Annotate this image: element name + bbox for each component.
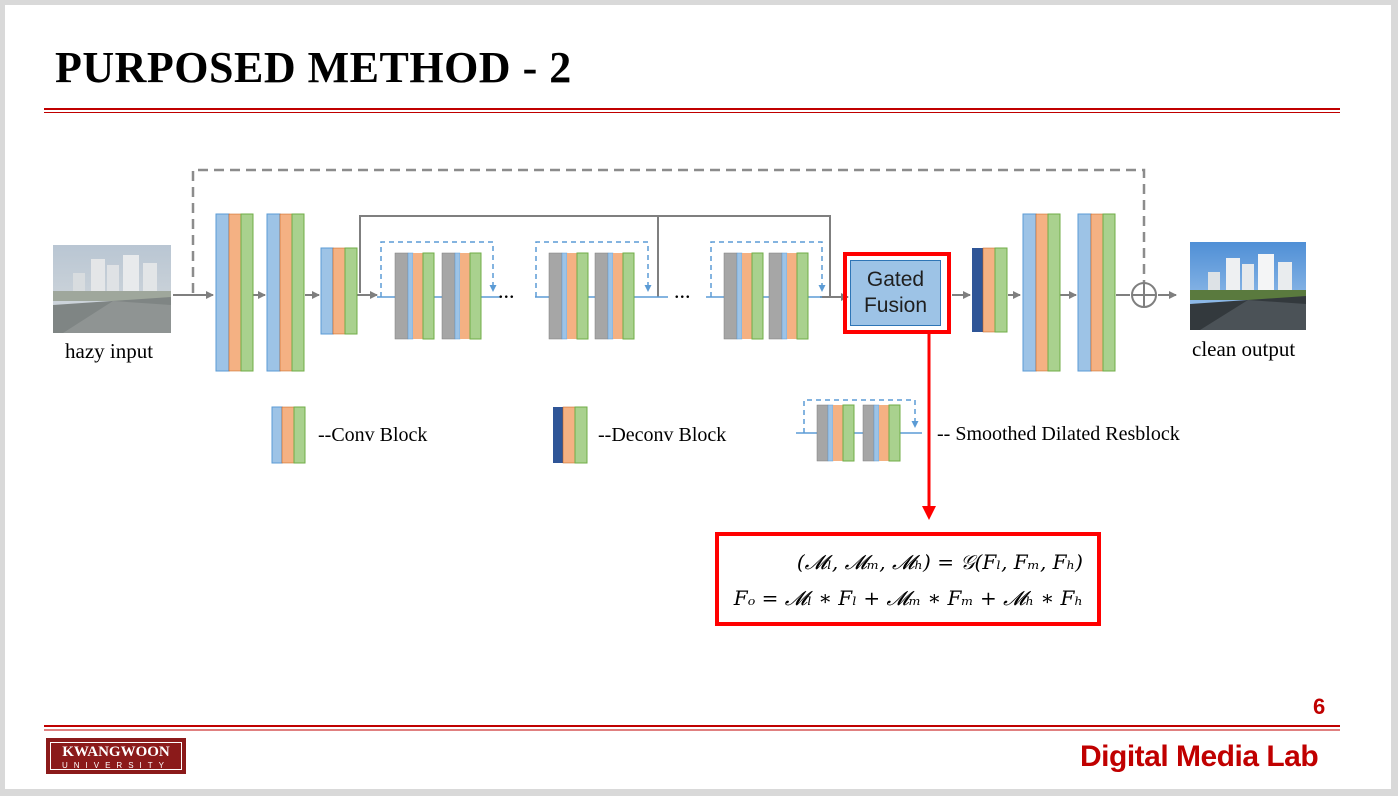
global-skip-connection bbox=[191, 168, 1146, 293]
equation-box: (𝓜ₗ, 𝓜ₘ, 𝓜ₕ) = 𝒢(Fₗ, Fₘ, Fₕ) Fₒ = 𝓜ₗ ∗ F… bbox=[715, 532, 1101, 626]
title-rule-top bbox=[44, 108, 1340, 110]
ellipsis-1: ... bbox=[498, 278, 515, 303]
conv-block-4 bbox=[1022, 213, 1061, 372]
gated-fusion-highlight bbox=[843, 252, 951, 334]
slide bbox=[5, 5, 1391, 789]
legend-conv-label: --Conv Block bbox=[318, 424, 428, 446]
page-number: 6 bbox=[1313, 694, 1326, 719]
hazy-input-label: hazy input bbox=[65, 339, 154, 363]
deconv-block bbox=[972, 247, 1008, 333]
conv-block-5 bbox=[1077, 213, 1116, 372]
legend-resblock-icon bbox=[796, 399, 922, 462]
ellipsis-2: ... bbox=[674, 278, 691, 303]
legend-deconv-label: --Deconv Block bbox=[598, 424, 727, 446]
conv-block-1 bbox=[215, 213, 254, 372]
logo-sub: UNIVERSITY bbox=[61, 761, 170, 770]
equation-line-2: Fₒ = 𝓜ₗ ∗ Fₗ + 𝓜ₘ ∗ Fₘ + 𝓜ₕ ∗ Fₕ bbox=[733, 586, 1083, 610]
conv-block-2 bbox=[266, 213, 305, 372]
equation-line-1: (𝓜ₗ, 𝓜ₘ, 𝓜ₕ) = 𝒢(Fₗ, Fₘ, Fₕ) bbox=[796, 550, 1083, 574]
title-rule-bottom bbox=[44, 112, 1340, 113]
resblock-3 bbox=[723, 252, 809, 340]
slide-title: PURPOSED METHOD - 2 bbox=[55, 43, 572, 92]
skip-connection-a bbox=[359, 215, 831, 297]
logo-name: KWANGWOON bbox=[62, 744, 170, 760]
clean-output-image bbox=[1190, 242, 1306, 330]
conv-block-3 bbox=[320, 247, 358, 335]
resblock-2 bbox=[548, 252, 635, 340]
gated-fusion-block: Gated Fusion bbox=[850, 260, 941, 326]
legend-resblock-label: -- Smoothed Dilated Resblock bbox=[937, 423, 1180, 445]
hazy-input-image bbox=[53, 245, 171, 333]
resblock-1 bbox=[394, 252, 482, 340]
university-logo: KWANGWOON UNIVERSITY bbox=[46, 738, 186, 774]
clean-output-label: clean output bbox=[1192, 337, 1296, 361]
legend-conv-icon bbox=[271, 406, 306, 464]
legend-deconv-icon bbox=[553, 406, 588, 464]
lab-name: Digital Media Lab bbox=[1080, 740, 1319, 773]
addition-icon bbox=[1131, 282, 1157, 308]
